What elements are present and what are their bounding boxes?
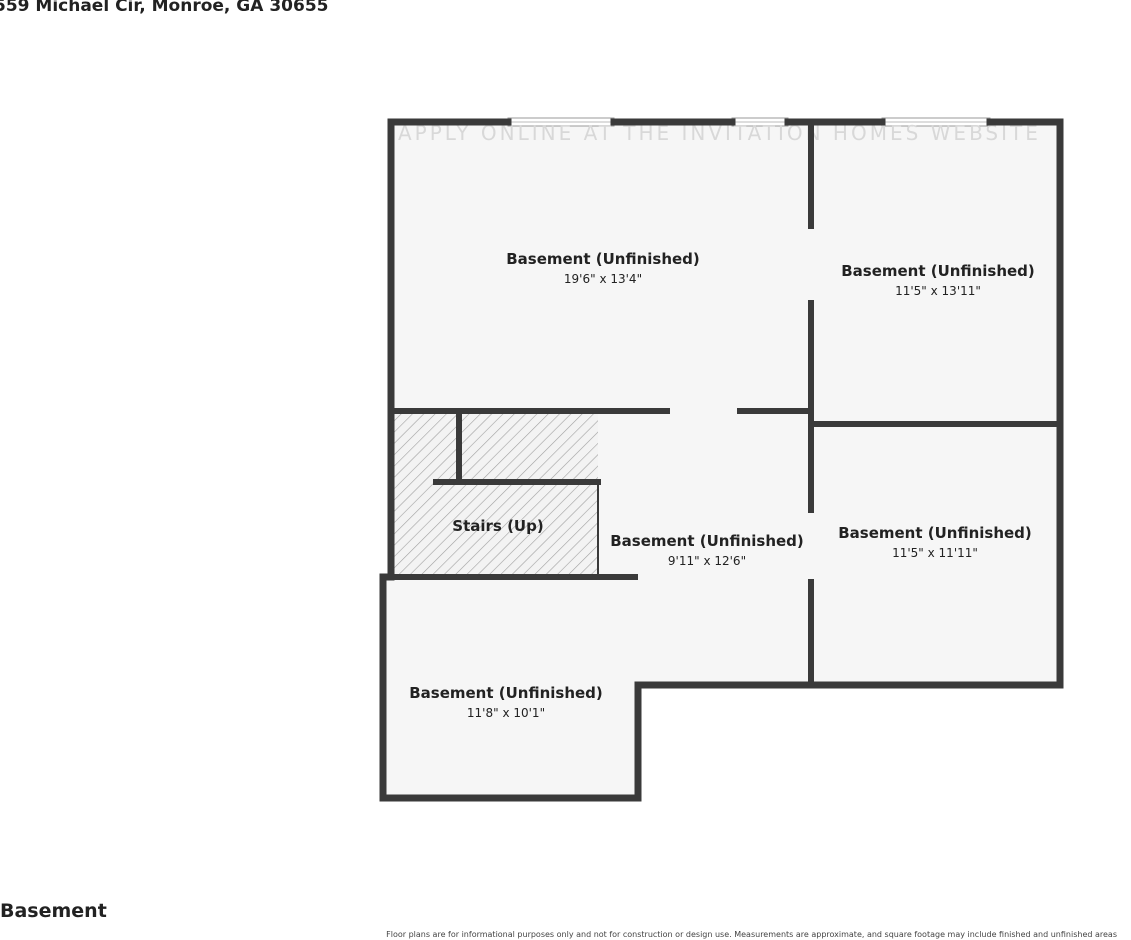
room-name: Basement (Unfinished) (506, 250, 700, 268)
room-lower-left: Basement (Unfinished) 11'8" x 10'1" (409, 684, 603, 720)
stairs-label: Stairs (Up) (452, 517, 543, 535)
room-name: Basement (Unfinished) (610, 532, 804, 550)
room-name: Basement (Unfinished) (838, 524, 1032, 542)
stairs-area (394, 414, 598, 575)
property-address: 559 Michael Cir, Monroe, GA 30655 (0, 0, 329, 16)
room-dimensions: 11'5" x 11'11" (892, 546, 978, 560)
room-upper-right: Basement (Unfinished) 11'5" x 13'11" (841, 262, 1035, 298)
room-name: Basement (Unfinished) (409, 684, 603, 702)
floor-level-label: Basement (0, 900, 107, 922)
room-lower-right: Basement (Unfinished) 11'5" x 11'11" (838, 524, 1032, 560)
room-upper-left: Basement (Unfinished) 19'6" x 13'4" (506, 250, 700, 286)
room-name: Basement (Unfinished) (841, 262, 1035, 280)
windows (507, 117, 991, 127)
room-dimensions: 11'5" x 13'11" (895, 284, 981, 298)
room-dimensions: 9'11" x 12'6" (668, 554, 746, 568)
room-dimensions: 19'6" x 13'4" (564, 272, 642, 286)
disclaimer-text: Floor plans are for informational purpos… (386, 930, 1117, 939)
room-center: Basement (Unfinished) 9'11" x 12'6" (610, 532, 804, 568)
floor-area (383, 122, 1060, 798)
room-dimensions: 11'8" x 10'1" (467, 706, 545, 720)
walls (379, 118, 1064, 802)
